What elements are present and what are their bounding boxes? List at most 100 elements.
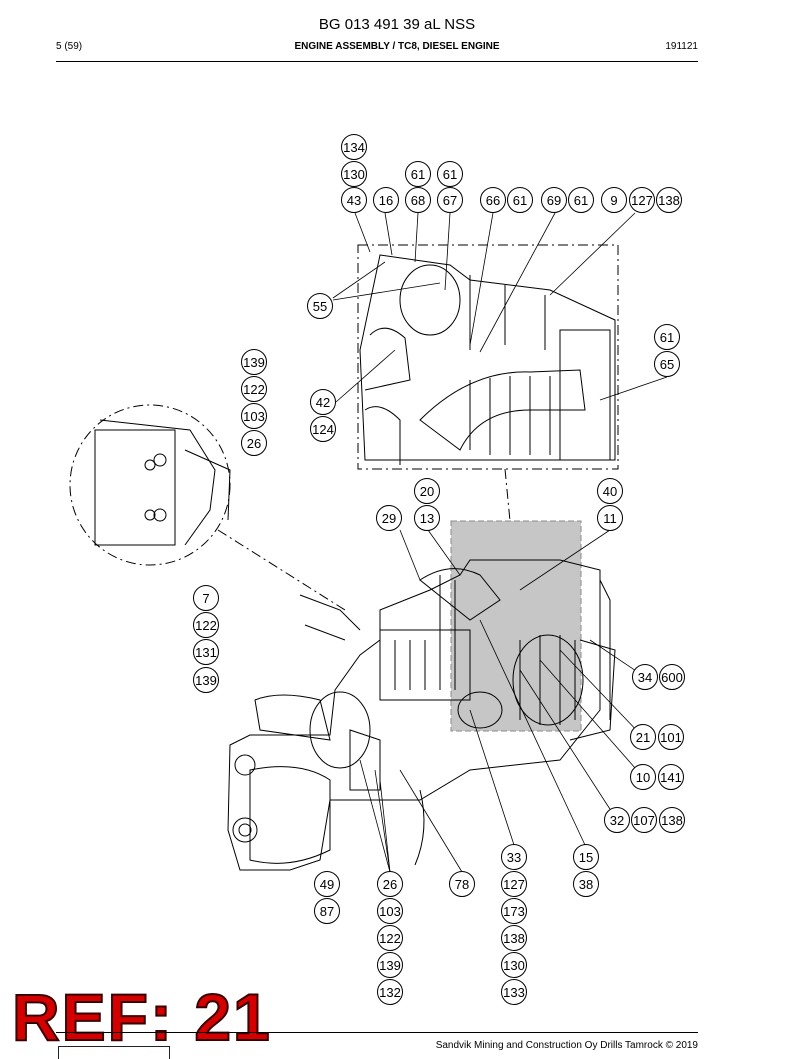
callout-label: 103 xyxy=(243,409,265,424)
callout-78: 78 xyxy=(449,871,475,897)
callout-label: 127 xyxy=(503,877,525,892)
callout-49: 49 xyxy=(314,871,340,897)
callout-134: 134 xyxy=(341,134,367,160)
callout-label: 139 xyxy=(379,958,401,973)
callout-label: 87 xyxy=(320,904,334,919)
callout-label: 55 xyxy=(313,299,327,314)
callout-130: 130 xyxy=(501,952,527,978)
callout-87: 87 xyxy=(314,898,340,924)
callout-label: 68 xyxy=(411,193,425,208)
callout-61: 61 xyxy=(507,187,533,213)
callout-label: 122 xyxy=(379,931,401,946)
callout-103: 103 xyxy=(377,898,403,924)
callout-label: 61 xyxy=(513,193,527,208)
callout-label: 124 xyxy=(312,422,334,437)
callout-label: 34 xyxy=(638,670,652,685)
callout-label: 131 xyxy=(195,645,217,660)
callout-label: 107 xyxy=(633,813,655,828)
callout-13: 13 xyxy=(414,505,440,531)
callout-141: 141 xyxy=(658,764,684,790)
callout-38: 38 xyxy=(573,871,599,897)
callout-65: 65 xyxy=(654,351,680,377)
callout-34: 34 xyxy=(632,664,658,690)
callout-label: 138 xyxy=(661,813,683,828)
callout-label: 43 xyxy=(347,193,361,208)
callout-61: 61 xyxy=(405,161,431,187)
callout-label: 13 xyxy=(420,511,434,526)
callout-101: 101 xyxy=(658,724,684,750)
callout-label: 141 xyxy=(660,770,682,785)
callout-138: 138 xyxy=(501,925,527,951)
callout-66: 66 xyxy=(480,187,506,213)
callout-61: 61 xyxy=(437,161,463,187)
callout-label: 139 xyxy=(195,673,217,688)
callout-139: 139 xyxy=(241,349,267,375)
footer-copyright: Sandvik Mining and Construction Oy Drill… xyxy=(435,1040,698,1051)
callout-9: 9 xyxy=(601,187,627,213)
callout-label: 26 xyxy=(247,436,261,451)
callout-label: 65 xyxy=(660,357,674,372)
callout-42: 42 xyxy=(310,389,336,415)
callout-138: 138 xyxy=(656,187,682,213)
callout-label: 66 xyxy=(486,193,500,208)
callout-32: 32 xyxy=(604,807,630,833)
callout-122: 122 xyxy=(193,612,219,638)
callout-label: 16 xyxy=(379,193,393,208)
callout-15: 15 xyxy=(573,844,599,870)
callout-139: 139 xyxy=(193,667,219,693)
callout-label: 173 xyxy=(503,904,525,919)
callout-label: 26 xyxy=(383,877,397,892)
callout-55: 55 xyxy=(307,293,333,319)
callout-label: 61 xyxy=(411,167,425,182)
callout-label: 11 xyxy=(603,511,617,526)
callout-label: 15 xyxy=(579,850,593,865)
callout-10: 10 xyxy=(630,764,656,790)
callout-label: 130 xyxy=(503,958,525,973)
callout-label: 600 xyxy=(661,670,683,685)
callout-133: 133 xyxy=(501,979,527,1005)
callout-61: 61 xyxy=(654,324,680,350)
callout-130: 130 xyxy=(341,161,367,187)
footer-rule xyxy=(56,1032,698,1033)
header-rule xyxy=(56,61,698,62)
callout-61: 61 xyxy=(568,187,594,213)
callout-43: 43 xyxy=(341,187,367,213)
callout-label: 138 xyxy=(658,193,680,208)
section-title: ENGINE ASSEMBLY / TC8, DIESEL ENGINE xyxy=(294,41,500,52)
callout-11: 11 xyxy=(597,505,623,531)
callout-label: 7 xyxy=(202,591,209,606)
header-title: BG 013 491 39 aL NSS xyxy=(318,16,476,33)
callout-label: 20 xyxy=(420,484,434,499)
callout-69: 69 xyxy=(541,187,567,213)
callout-122: 122 xyxy=(241,376,267,402)
callout-122: 122 xyxy=(377,925,403,951)
callout-label: 9 xyxy=(610,193,617,208)
callout-label: 103 xyxy=(379,904,401,919)
callout-29: 29 xyxy=(376,505,402,531)
callout-33: 33 xyxy=(501,844,527,870)
callout-label: 10 xyxy=(636,770,650,785)
callout-20: 20 xyxy=(414,478,440,504)
callout-label: 42 xyxy=(316,395,330,410)
callout-label: 32 xyxy=(610,813,624,828)
callout-107: 107 xyxy=(631,807,657,833)
callout-label: 33 xyxy=(507,850,521,865)
callout-131: 131 xyxy=(193,639,219,665)
callout-label: 61 xyxy=(443,167,457,182)
callout-label: 67 xyxy=(443,193,457,208)
callout-label: 130 xyxy=(343,167,365,182)
callout-label: 49 xyxy=(320,877,334,892)
callout-label: 122 xyxy=(243,382,265,397)
callout-label: 61 xyxy=(660,330,674,345)
page-number: 5 (59) xyxy=(56,41,83,52)
callout-label: 122 xyxy=(195,618,217,633)
callout-173: 173 xyxy=(501,898,527,924)
callout-label: 139 xyxy=(243,355,265,370)
callout-label: 138 xyxy=(503,931,525,946)
callout-label: 38 xyxy=(579,877,593,892)
callout-label: 21 xyxy=(636,730,650,745)
callout-68: 68 xyxy=(405,187,431,213)
callout-label: 127 xyxy=(631,193,653,208)
callout-103: 103 xyxy=(241,403,267,429)
